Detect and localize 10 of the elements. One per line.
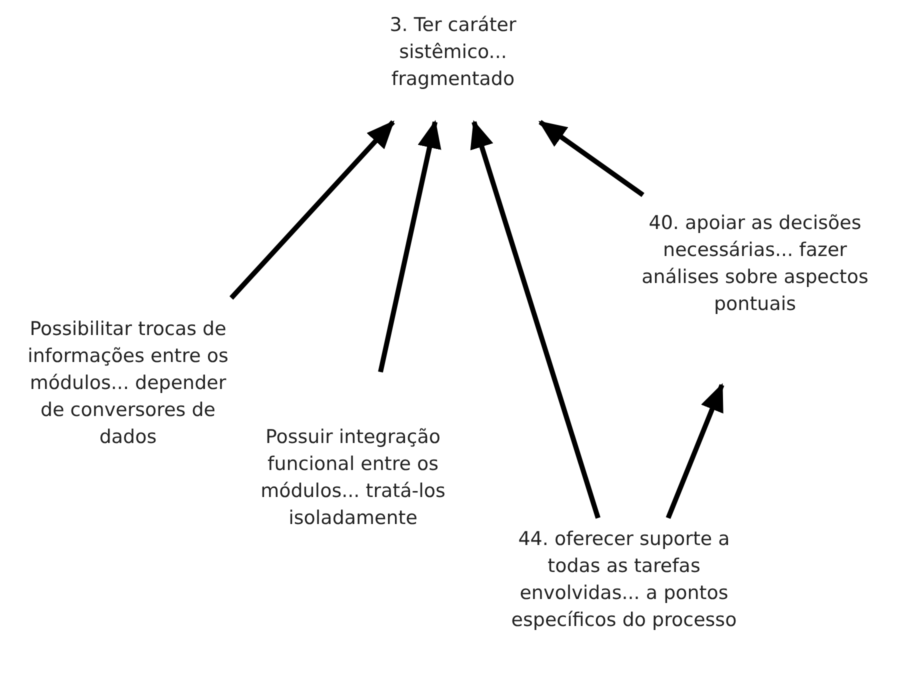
node-text: Possibilitar trocas de informações entre os módulos... depender de conversores de dados <box>26 317 230 450</box>
node-text: 40. apoiar as decisões necessárias... fazer análises sobre aspectos pontuais <box>640 211 870 317</box>
arrow <box>470 120 600 519</box>
arrow <box>229 120 395 300</box>
node-text: Possuir integração funcional entre os módulos... tratá-los isoladamente <box>260 425 446 531</box>
arrow <box>538 120 644 198</box>
node-text: 3. Ter caráter sistêmico... fragmentado <box>388 13 518 92</box>
arrow <box>666 383 724 519</box>
arrow <box>378 120 442 373</box>
node-text: 44. oferecer suporte a todas as tarefas envolvidas... a pontos específicos do processo <box>510 527 738 633</box>
